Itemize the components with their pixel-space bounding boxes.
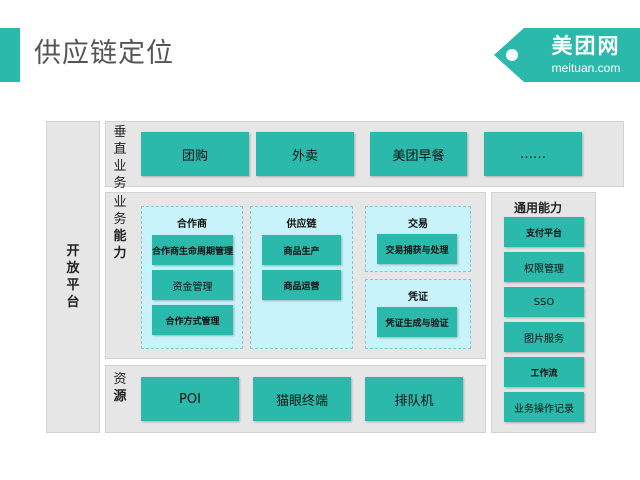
open-platform-label-char: 平 (66, 278, 80, 293)
logo-tag-shape (494, 28, 640, 82)
vertical-business-label-char: 直 (113, 142, 127, 157)
business-capability-label-char: 务 (113, 212, 127, 227)
vertical-business-label-char: 务 (113, 176, 127, 191)
open-platform-panel (46, 121, 100, 433)
sso-box: SSO (504, 287, 584, 317)
operation-log-box: 业务操作记录 (504, 392, 584, 422)
logo-text-en: meituan.com (551, 61, 621, 75)
vertical-business-item-groupbuy: 团购 (141, 132, 249, 176)
open-platform-label: 开 放 平 台 (46, 243, 100, 311)
business-capability-label-char: 业 (113, 195, 127, 210)
resources-label-char: 源 (113, 389, 127, 404)
resources-label-char: 资 (113, 372, 127, 387)
trade-title: 交易 (408, 219, 428, 230)
vertical-business-item-breakfast: 美团早餐 (370, 132, 467, 176)
general-capability-title: 通用能力 (513, 201, 562, 215)
workflow-box: 工作流 (504, 357, 584, 387)
partner-cooperation-box: 合作方式管理 (152, 305, 233, 335)
open-platform-label-char: 开 (66, 244, 80, 259)
trade-capture-box: 交易捕获与处理 (377, 234, 457, 264)
page-title: 供应链定位 (34, 38, 174, 69)
vertical-business-label-char: 垂 (113, 125, 127, 140)
partner-lifecycle-box: 合作商生命周期管理 (152, 235, 233, 265)
voucher-generation-box: 凭证生成与验证 (377, 307, 457, 337)
image-service-box: 图片服务 (504, 322, 584, 352)
resource-queue-machine-box: 排队机 (365, 377, 463, 421)
resource-maoyan-terminal-box: 猫眼终端 (253, 377, 351, 421)
business-capability-label-char: 力 (113, 246, 127, 261)
product-operation-box: 商品运营 (262, 270, 341, 300)
vertical-business-item-takeout: 外卖 (256, 132, 354, 176)
open-platform-label-char: 台 (66, 295, 80, 310)
supply-chain-title: 供应链 (286, 219, 317, 230)
payment-platform-box: 支付平台 (504, 217, 584, 247)
vertical-business-label: 垂 直 业 务 (108, 124, 132, 192)
partner-title: 合作商 (177, 219, 207, 230)
open-platform-label-char: 放 (66, 261, 80, 276)
logo-text-cn: 美团网 (551, 34, 621, 58)
logo-hole (506, 49, 518, 61)
voucher-title: 凭证 (408, 292, 428, 303)
resource-poi-box: POI (141, 377, 239, 421)
vertical-business-item-more: …… (484, 132, 582, 176)
accent-bar (0, 28, 20, 82)
vertical-business-label-char: 业 (113, 159, 127, 174)
resources-label: 资 源 (108, 371, 132, 405)
business-capability-label: 业 务 能 力 (108, 194, 132, 262)
product-production-box: 商品生产 (262, 235, 341, 265)
partner-funds-box: 资金管理 (152, 270, 233, 300)
business-capability-label-char: 能 (113, 229, 127, 244)
permission-management-box: 权限管理 (504, 252, 584, 282)
meituan-logo: 美团网 meituan.com (494, 28, 640, 82)
